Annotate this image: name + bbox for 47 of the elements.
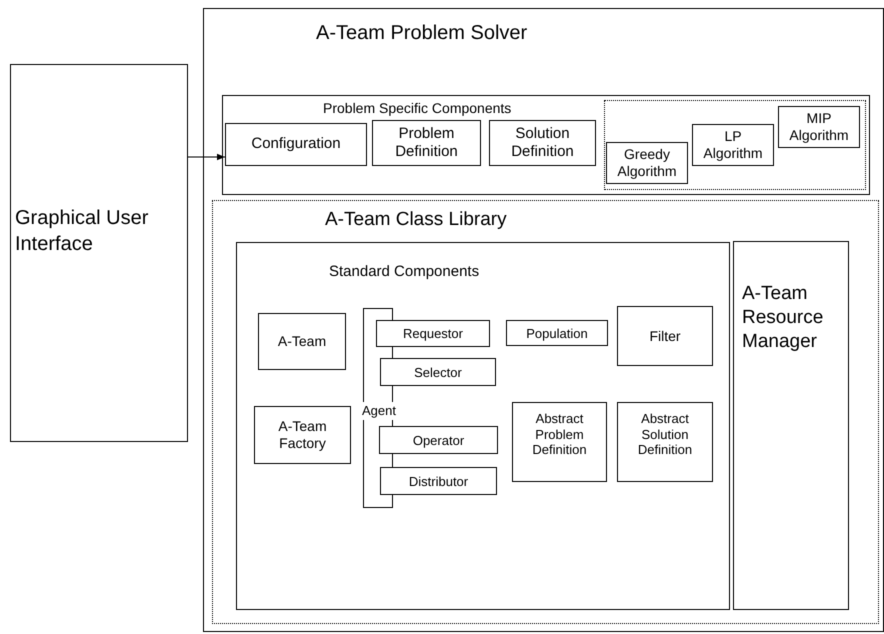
node-label: Filter: [648, 328, 682, 345]
node-label: Distributor: [408, 474, 470, 490]
node-label: Greedy Algorithm: [616, 146, 678, 180]
process-box: [692, 124, 774, 166]
node-label: A-Team Problem Solver: [316, 21, 528, 45]
dotted-group-box: [212, 200, 879, 624]
node-label: Agent: [362, 402, 396, 420]
process-box: [489, 120, 596, 166]
node-label: Requestor: [402, 326, 464, 342]
node-label: MIP Algorithm: [788, 110, 850, 144]
outer-frame: [203, 8, 884, 632]
node-label: Standard Components: [329, 263, 480, 281]
node-label: Solution Definition: [510, 125, 575, 161]
node-label: Abstract Solution Definition: [636, 411, 694, 458]
node-label: Population: [525, 326, 589, 342]
node-label: Configuration: [250, 135, 342, 153]
group-box: [222, 95, 870, 195]
node-label: A-Team Resource Manager: [742, 282, 824, 354]
process-box: [617, 402, 713, 482]
node-label: Selector: [413, 365, 463, 381]
process-box: [733, 241, 849, 610]
process-box: [380, 467, 497, 495]
node-label: A-Team Factory: [277, 418, 328, 452]
process-box: [506, 320, 608, 346]
node-label: LP Algorithm: [702, 128, 764, 162]
node-label: Problem Definition: [394, 125, 459, 161]
node-label: Abstract Problem Definition: [531, 411, 588, 458]
node-label: Graphical User Interface: [15, 206, 150, 257]
node-label: Problem Specific Components: [323, 100, 512, 117]
process-box: [380, 358, 496, 386]
node-label: Operator: [412, 433, 466, 449]
dotted-group-box: [604, 100, 866, 190]
node-label: A-Team Class Library: [325, 209, 507, 232]
process-box: [10, 64, 188, 442]
process-box: [778, 106, 860, 148]
process-box: [617, 306, 713, 366]
node-label: A-Team: [276, 333, 328, 350]
arrow: [188, 154, 226, 160]
group-box: [236, 242, 730, 610]
process-box: [379, 426, 498, 454]
process-box: [254, 406, 351, 464]
process-box: [376, 320, 490, 347]
process-box: [606, 142, 688, 184]
process-box: [258, 313, 346, 370]
process-box: [512, 402, 607, 482]
process-box: [225, 123, 367, 166]
process-box: [372, 120, 481, 166]
